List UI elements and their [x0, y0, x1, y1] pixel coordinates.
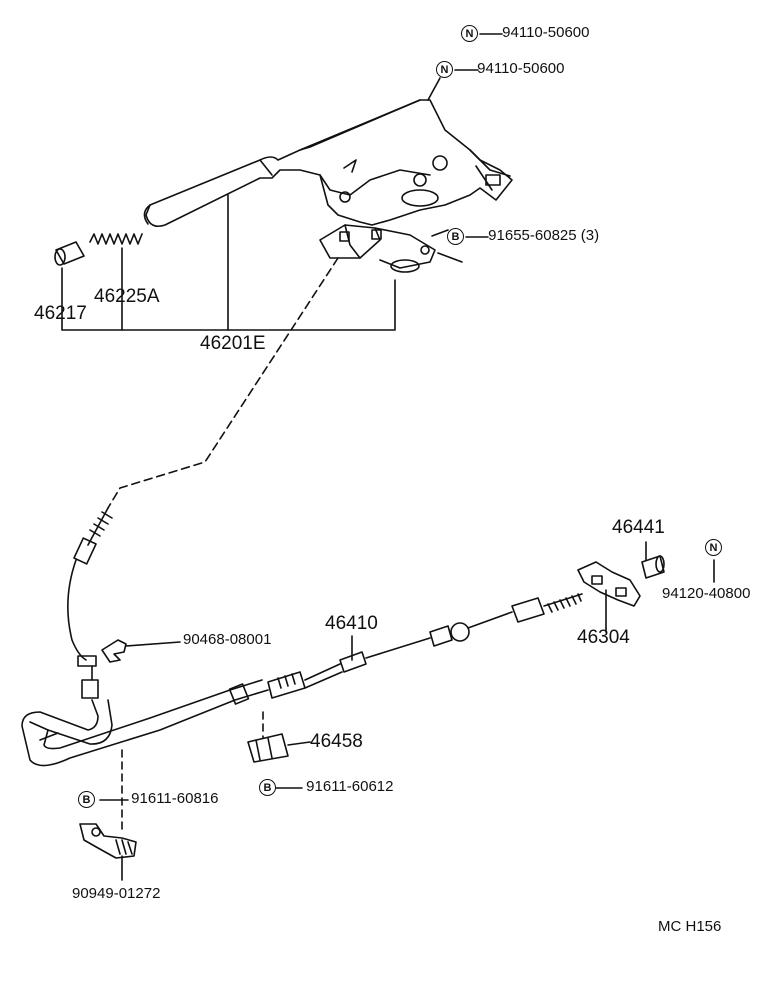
compression-spring: [89, 233, 143, 245]
part-46304-label: 46304: [577, 627, 630, 648]
b1-callout: B 91655-60825 (3): [447, 228, 599, 245]
b3-symbol-icon: B: [259, 779, 276, 796]
part-46217-label: 46217: [34, 303, 87, 324]
b2-callout: B 91611-60816: [78, 791, 218, 808]
n2-symbol-icon: N: [436, 61, 453, 78]
parking-brake-lever-assembly: [143, 99, 513, 273]
front-cable-assembly: [67, 507, 113, 699]
part-46225a-label: 46225A: [94, 286, 160, 307]
main-cable-conduit: [21, 593, 583, 767]
cable-clamp-46458: [247, 733, 311, 763]
cable-equalizer-46304: [577, 561, 641, 629]
b1-part-number: 91655-60825 (3): [488, 227, 600, 244]
assembly-link-dashed-line: [107, 257, 339, 509]
bushing-46441: [641, 541, 665, 579]
b1-leader: [431, 229, 489, 238]
diagram-code: MC H156: [658, 918, 722, 935]
b3-part-number: 91611-60612: [306, 778, 394, 795]
b1-symbol-icon: B: [447, 228, 464, 245]
n3-part-number: 94120-40800: [662, 585, 751, 602]
part-46458-label: 46458: [310, 731, 363, 752]
mounting-bracket-90949: [79, 823, 137, 881]
n1-symbol-icon: N: [461, 25, 478, 42]
part-46201e-label: 46201E: [200, 333, 266, 354]
n2-callout: N 94110-50600: [436, 61, 564, 78]
part-46410-label: 46410: [325, 613, 378, 634]
lever-grip-cap: [54, 241, 85, 266]
n1-callout: N 94110-50600: [461, 25, 589, 42]
b2-symbol-icon: B: [78, 791, 95, 808]
lever-group-leaders: [61, 194, 396, 331]
part-90949-label: 90949-01272: [72, 885, 161, 902]
n3-callout: N: [705, 539, 722, 556]
n2-leader: [427, 69, 479, 101]
n3-symbol-icon: N: [705, 539, 722, 556]
n2-part-number: 94110-50600: [477, 60, 565, 77]
n1-part-number: 94110-50600: [502, 24, 590, 41]
b2-part-number: 91611-60816: [131, 790, 219, 807]
b3-callout: B 91611-60612: [259, 779, 393, 796]
clip-90468-leader: [125, 641, 181, 647]
part-46441-label: 46441: [612, 517, 665, 538]
part-90468-label: 90468-08001: [183, 631, 272, 648]
cable-clip-90468: [101, 639, 127, 663]
